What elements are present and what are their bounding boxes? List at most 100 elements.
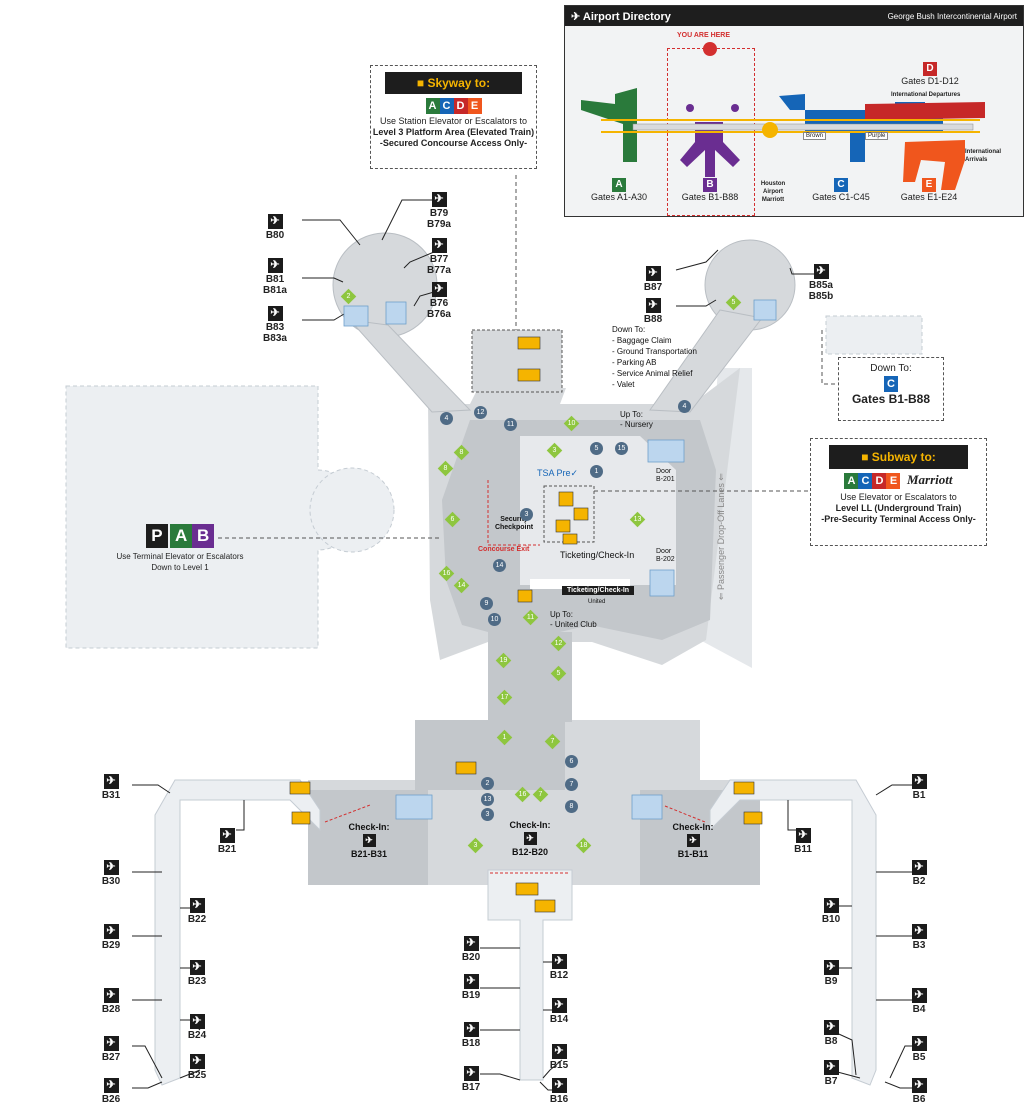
airplane-icon: ✈ [645, 266, 661, 281]
amenity-number-marker: 18 [575, 837, 592, 854]
united-note-item: - United Club [550, 620, 597, 629]
airplane-icon: ✈ [551, 1044, 567, 1059]
south-pier [487, 869, 573, 1081]
concourse-exit-label: Concourse Exit [478, 546, 530, 553]
airplane-icon: ✈ [463, 1066, 479, 1081]
airplane-icon: ✈ [463, 974, 479, 989]
gate-b18: ✈B18 [449, 1022, 493, 1049]
subway-letter-e: E [886, 473, 901, 489]
united-label: United [588, 599, 606, 605]
amenity-number-marker: 10 [488, 613, 501, 626]
gate-label: B83 [265, 322, 285, 333]
subway-title-text: Subway to: [871, 450, 936, 464]
subway-letter-c: C [858, 473, 873, 489]
skyway-line2: Level 3 Platform Area (Elevated Train) [372, 127, 535, 137]
terminal-e-letter: E [922, 178, 936, 192]
amenity-number-marker: 5 [590, 442, 603, 455]
skyway-letter-c: C [439, 98, 454, 114]
gate-label: B9 [824, 976, 838, 987]
baggage-note-title: Down To: [612, 325, 646, 334]
rotunda-west-arm [348, 319, 472, 413]
door-b202-label: Door B-202 [656, 548, 675, 563]
train-icon: ■ [861, 450, 869, 464]
security-label: Security Checkpoint [494, 516, 534, 531]
gate-b5: ✈B5 [897, 1036, 941, 1063]
gate-b20: ✈B20 [449, 936, 493, 963]
downto-gates: Gates B1-B88 [851, 392, 931, 406]
amenity-number-marker: 3 [481, 808, 494, 821]
amenity-number-marker: 15 [615, 442, 628, 455]
gate-label: B26 [101, 1094, 121, 1105]
gate-label: B17 [461, 1082, 481, 1093]
checkin-center-range: B12-B20 [511, 847, 549, 857]
airplane-icon: ✈ [551, 1078, 567, 1093]
you-are-here-marker [703, 42, 717, 56]
amenity-number-marker: 11 [522, 609, 539, 626]
baggage-note-item: - Valet [612, 380, 635, 389]
gate-b27: ✈B27 [89, 1036, 133, 1063]
gate-label: B18 [461, 1038, 481, 1049]
gate-label: B5 [912, 1052, 926, 1063]
gate-b2: ✈B2 [897, 860, 941, 887]
gate-label: B23 [187, 976, 207, 987]
airplane-icon: ✈ [645, 298, 661, 313]
gate-b28: ✈B28 [89, 988, 133, 1015]
directory-header: ✈ Airport Directory George Bush Intercon… [565, 6, 1023, 26]
airplane-icon: ✈ [795, 828, 811, 843]
airplane-icon: ✈ [911, 1036, 927, 1051]
united-note: Up To: - United Club [550, 610, 597, 630]
gate-label: B4 [912, 1004, 926, 1015]
subway-line2: Level LL (Underground Train) [835, 503, 962, 513]
gate-label: B16 [549, 1094, 569, 1105]
airport-name: George Bush Intercontinental Airport [887, 11, 1017, 21]
directory-title: Airport Directory [582, 10, 671, 23]
gate-b25: ✈B25 [175, 1054, 219, 1081]
airplane-icon: ✈ [103, 1036, 119, 1051]
gate-b80: ✈B80 [253, 214, 297, 241]
skyway-letter-d: D [453, 98, 468, 114]
center-court [520, 436, 676, 585]
checkin-west-range: B21-B31 [350, 849, 388, 859]
gate-label: B6 [912, 1094, 926, 1105]
airplane-icon: ✈ [823, 898, 839, 913]
gate-label: B19 [461, 990, 481, 1001]
airplane-icon: ✈ [431, 282, 447, 297]
gate-b10: ✈B10 [809, 898, 853, 925]
airplane-icon: ✈ [813, 264, 829, 279]
gate-b23: ✈B23 [175, 960, 219, 987]
parking-line1: Use Terminal Elevator or Escalators [116, 552, 244, 561]
gate-b26: ✈B26 [89, 1078, 133, 1105]
gate-b22: ✈B22 [175, 898, 219, 925]
gate-b11: ✈B11 [781, 828, 825, 855]
amenity-number-marker: 8 [453, 444, 470, 461]
skyway-letter-a: A [425, 98, 440, 114]
gate-b6: ✈B6 [897, 1078, 941, 1105]
amenity-number-marker: 7 [532, 786, 549, 803]
terminal-b-letter: B [703, 178, 717, 192]
baggage-note: Down To: - Baggage Claim - Ground Transp… [612, 324, 697, 390]
gate-label: B76a [427, 309, 451, 320]
baggage-note-item: - Parking AB [612, 358, 657, 367]
skyway-letter-e: E [467, 98, 482, 114]
checkin-west-title: Check-In: [348, 822, 390, 832]
amenity-number-marker: 1 [590, 465, 603, 478]
gate-label: B77a [427, 265, 451, 276]
airplane-icon: ✈ [362, 834, 376, 847]
intl-departures-label: International Departures [891, 92, 961, 98]
amenity-number-marker: 8 [565, 800, 578, 813]
gate-b88: ✈B88 [631, 298, 675, 325]
airplane-icon: ✈ [911, 1078, 927, 1093]
terminal-c-card: C Gates C1-C45 [801, 178, 881, 202]
checkin-east-title: Check-In: [672, 822, 714, 832]
amenity-number-marker: 12 [474, 406, 487, 419]
amenity-number-marker: 3 [467, 837, 484, 854]
checkin-center: Check-In: ✈ B12-B20 [505, 820, 555, 857]
amenity-number-marker: 6 [444, 511, 461, 528]
gate-label: B80 [265, 230, 285, 241]
terminal-b-card: B Gates B1-B88 [669, 178, 751, 202]
airplane-icon: ✈ [823, 1060, 839, 1075]
